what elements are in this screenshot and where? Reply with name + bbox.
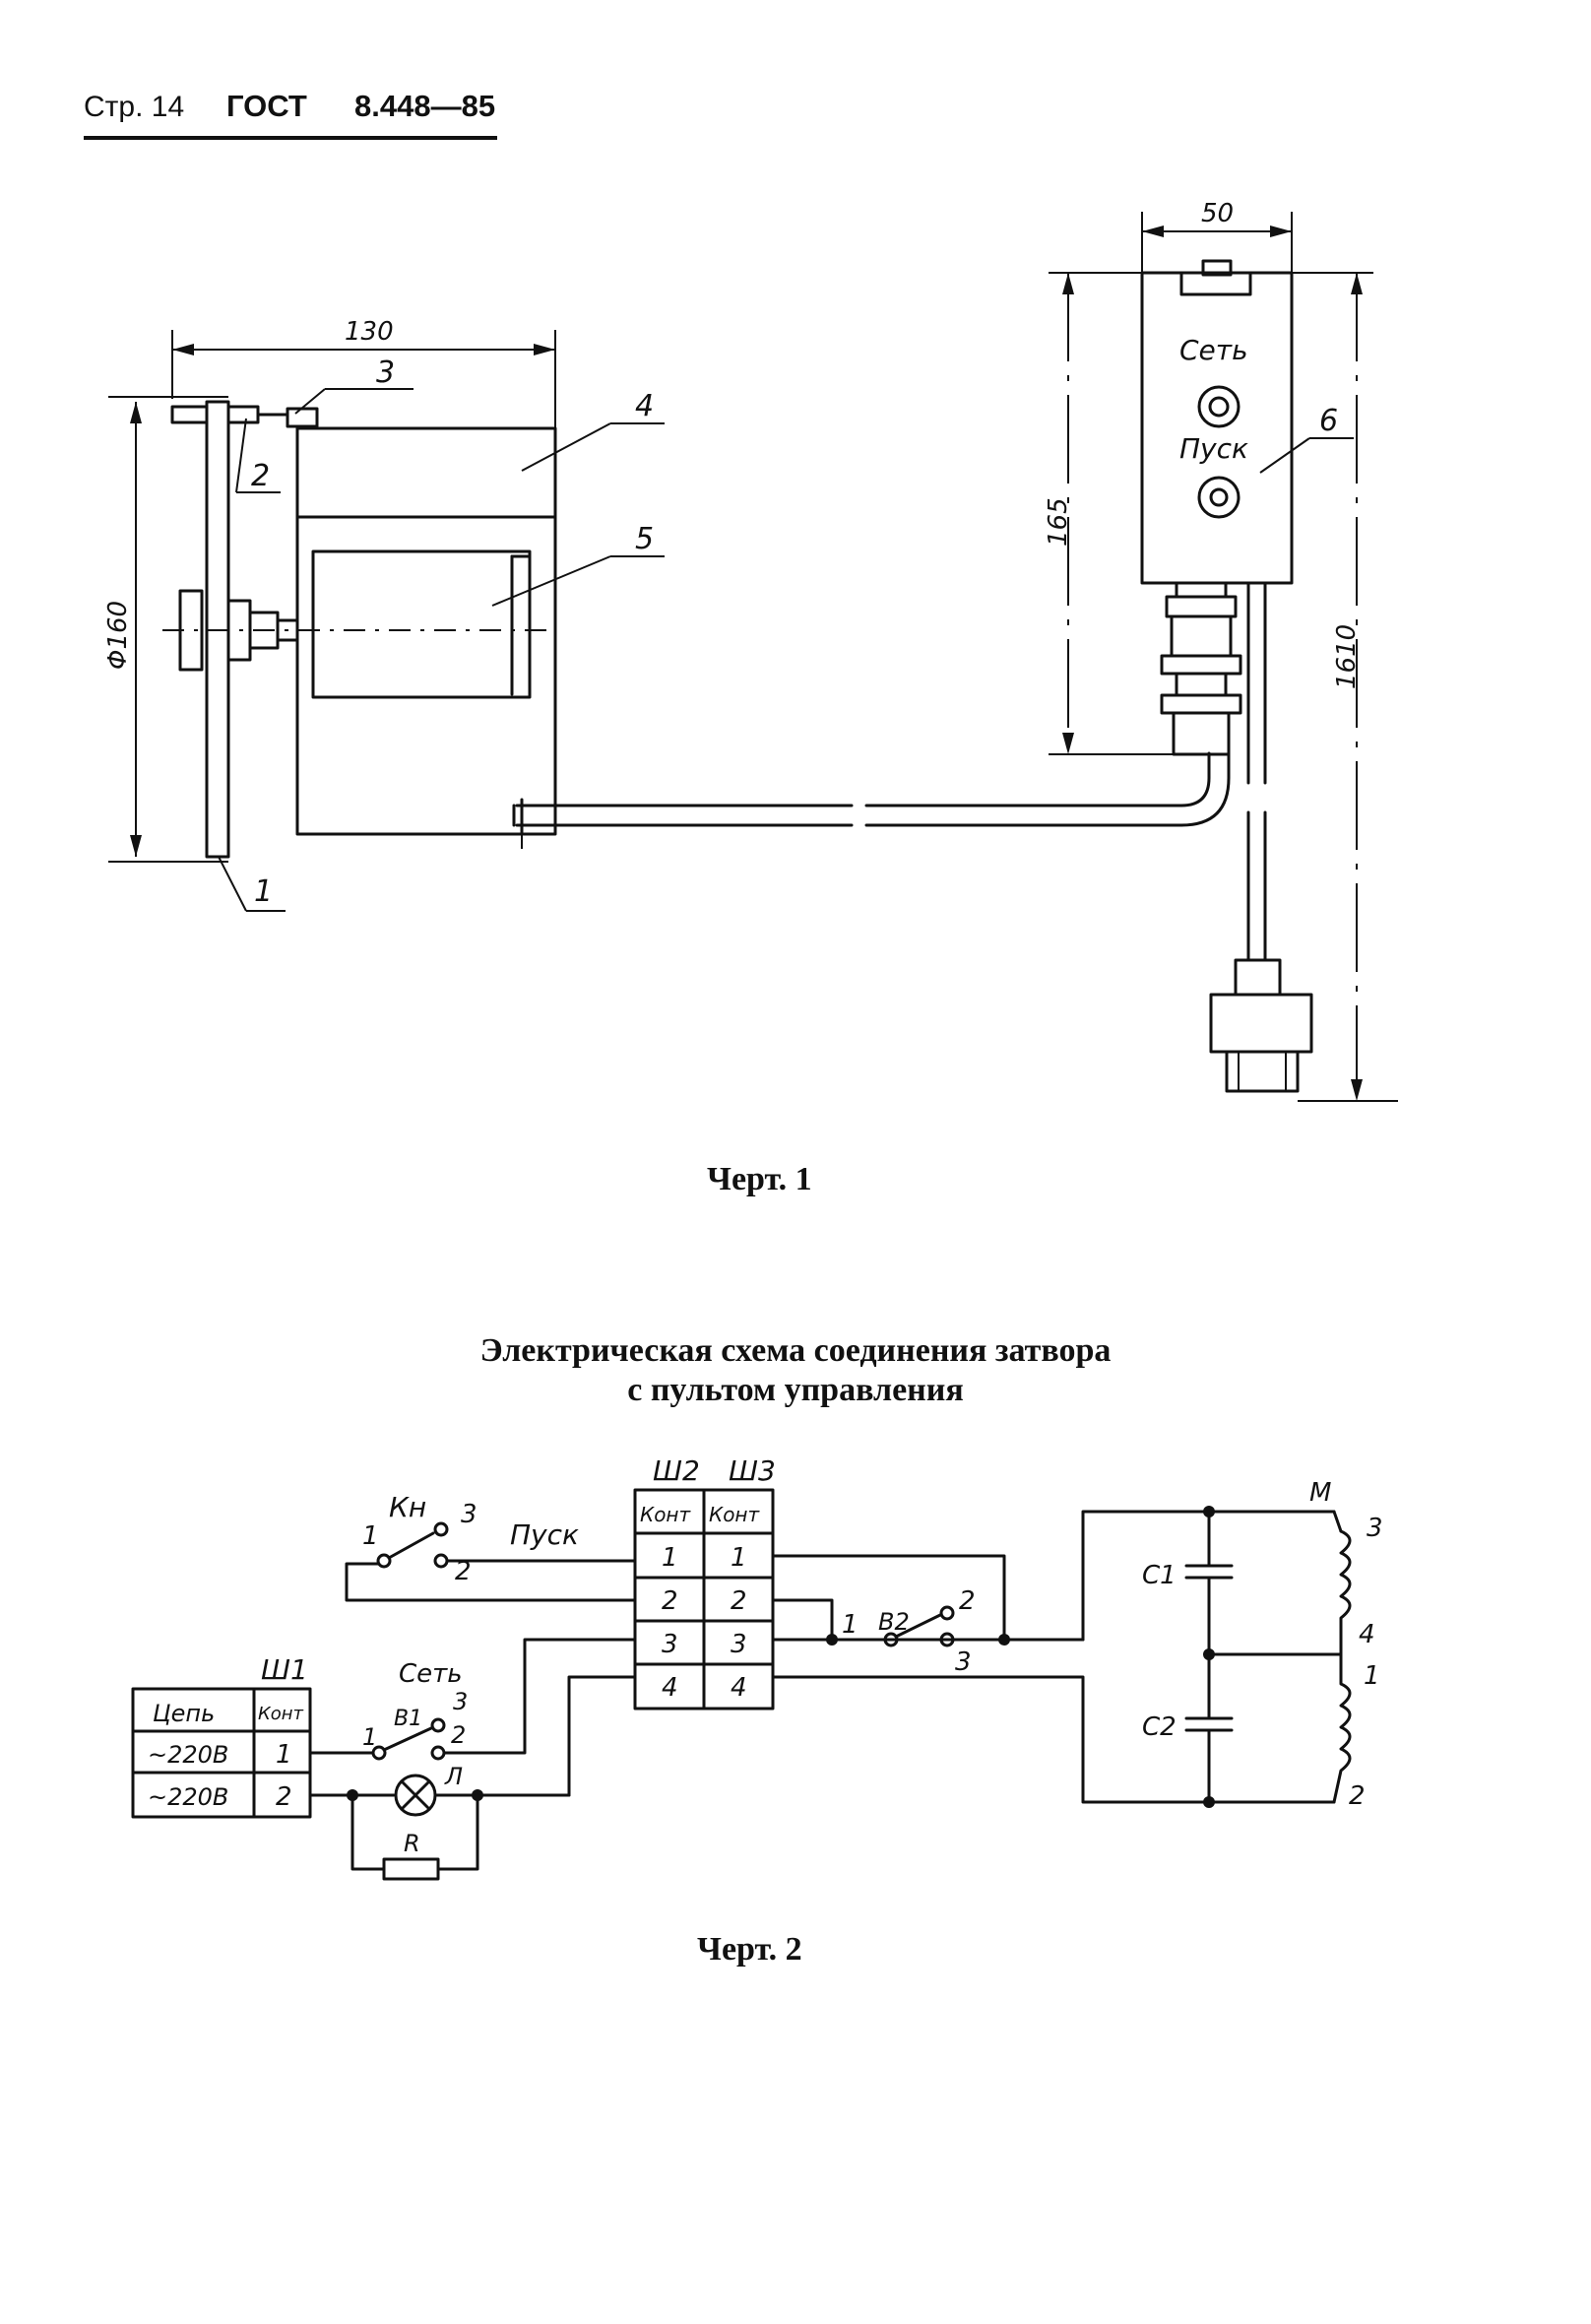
page-number: Стр. 14 [84,91,184,123]
housing [295,426,557,836]
connector-sh3-label: Ш3 [729,1454,776,1487]
plug [1209,993,1313,1054]
panel-label-set: Сеть [1179,334,1248,366]
sh1-cell: ~220В [148,1783,228,1811]
panel-knob-top [1197,385,1241,428]
sh3-cell: 4 [731,1673,747,1703]
motor-pin-4: 4 [1359,1620,1375,1649]
b2-label: В2 [878,1608,910,1636]
kn-pin-3: 3 [461,1500,477,1529]
kn-pin-2: 2 [455,1557,472,1586]
figure-2-title-line1: Электрическая схема соединения затвора [480,1332,1112,1369]
sh3-cell: 2 [731,1586,747,1616]
callout-1: 1 [254,874,273,909]
lamp-label: Л [444,1763,463,1790]
motor-label: М [1309,1478,1331,1508]
sh2-cell: 2 [662,1586,678,1616]
kn-label: Кн [389,1491,426,1523]
page-header: Стр. 14 ГОСТ 8.448—85 [84,89,497,140]
callout-5: 5 [635,522,654,556]
sh1-col-contact: Конт [258,1704,304,1724]
panel-label-pusk: Пуск [1179,432,1248,465]
kn-pin-1: 1 [362,1521,379,1551]
figure-2-title-line2: с пультом управления [627,1372,964,1408]
c1-label: С1 [1142,1561,1177,1590]
callout-3: 3 [376,355,395,390]
b1-pin-2: 2 [451,1721,466,1749]
motor-pin-2: 2 [1349,1781,1366,1811]
motor-pin-1: 1 [1364,1661,1380,1691]
connector-sh1-label: Ш1 [261,1653,308,1686]
sh1-col-circuit: Цепь [153,1700,215,1727]
sh2-cell: 4 [662,1673,678,1703]
dim-165-label: 165 [1044,497,1073,547]
motor-winding-upper [1339,1529,1352,1656]
figure-1-caption: Черт. 1 [707,1161,812,1197]
dim-phi160-label: Φ160 [103,601,133,670]
b1-pin-1: 1 [362,1723,377,1751]
set-label: Сеть [399,1659,463,1689]
sh3-col-header: Конт [709,1503,761,1526]
b2-pin-2: 2 [959,1586,976,1616]
dim-130-label: 130 [345,317,394,347]
sh1-cell: 1 [276,1740,292,1770]
b2-pin-1: 1 [842,1610,859,1640]
motor-pin-3: 3 [1367,1514,1383,1543]
standard-name: ГОСТ [226,89,307,123]
callout-2: 2 [251,459,270,493]
resistor-label: R [404,1830,420,1857]
motor-body [311,549,532,699]
callout-6: 6 [1319,404,1338,438]
sh1-cell: 2 [276,1782,292,1812]
connector-sh2-sh3-table: Конт Конт 1 1 2 2 3 3 4 4 [633,1488,775,1711]
sh3-cell: 1 [731,1543,747,1573]
dim-50-label: 50 [1201,199,1234,228]
sh1-cell: ~220В [148,1741,228,1769]
sh2-col-header: Конт [640,1503,692,1526]
c2-label: С2 [1142,1712,1177,1742]
resistor [382,1857,440,1881]
motor-winding-lower [1332,1652,1352,1804]
pusk-label: Пуск [510,1518,579,1551]
figure-2-diagram: Электрическая схема соединения затвора с… [131,1332,1383,1968]
standard-number: 8.448—85 [354,89,495,123]
figure-1-drawing: Φ160 130 3 2 4 [103,199,1398,1197]
connector-sh2-label: Ш2 [653,1454,700,1487]
dim-1610-label: 1610 [1332,624,1362,689]
connector-sh1-table: Цепь Конт ~220В 1 ~220В 2 [131,1687,312,1819]
kn-contact [433,1553,449,1569]
kn-contact [433,1521,449,1537]
control-panel [1140,271,1294,585]
b1-label: В1 [394,1707,422,1731]
sh3-cell: 3 [731,1630,747,1659]
sh2-cell: 3 [662,1630,678,1659]
callout-4: 4 [635,389,654,423]
panel-knob-bottom [1197,476,1241,519]
b1-pin-3: 3 [453,1688,468,1715]
b2-pin-3: 3 [955,1647,972,1677]
b2-contact [939,1605,955,1621]
kn-contact [376,1553,392,1569]
sh2-cell: 1 [662,1543,678,1573]
figure-2-caption: Черт. 2 [697,1931,802,1968]
